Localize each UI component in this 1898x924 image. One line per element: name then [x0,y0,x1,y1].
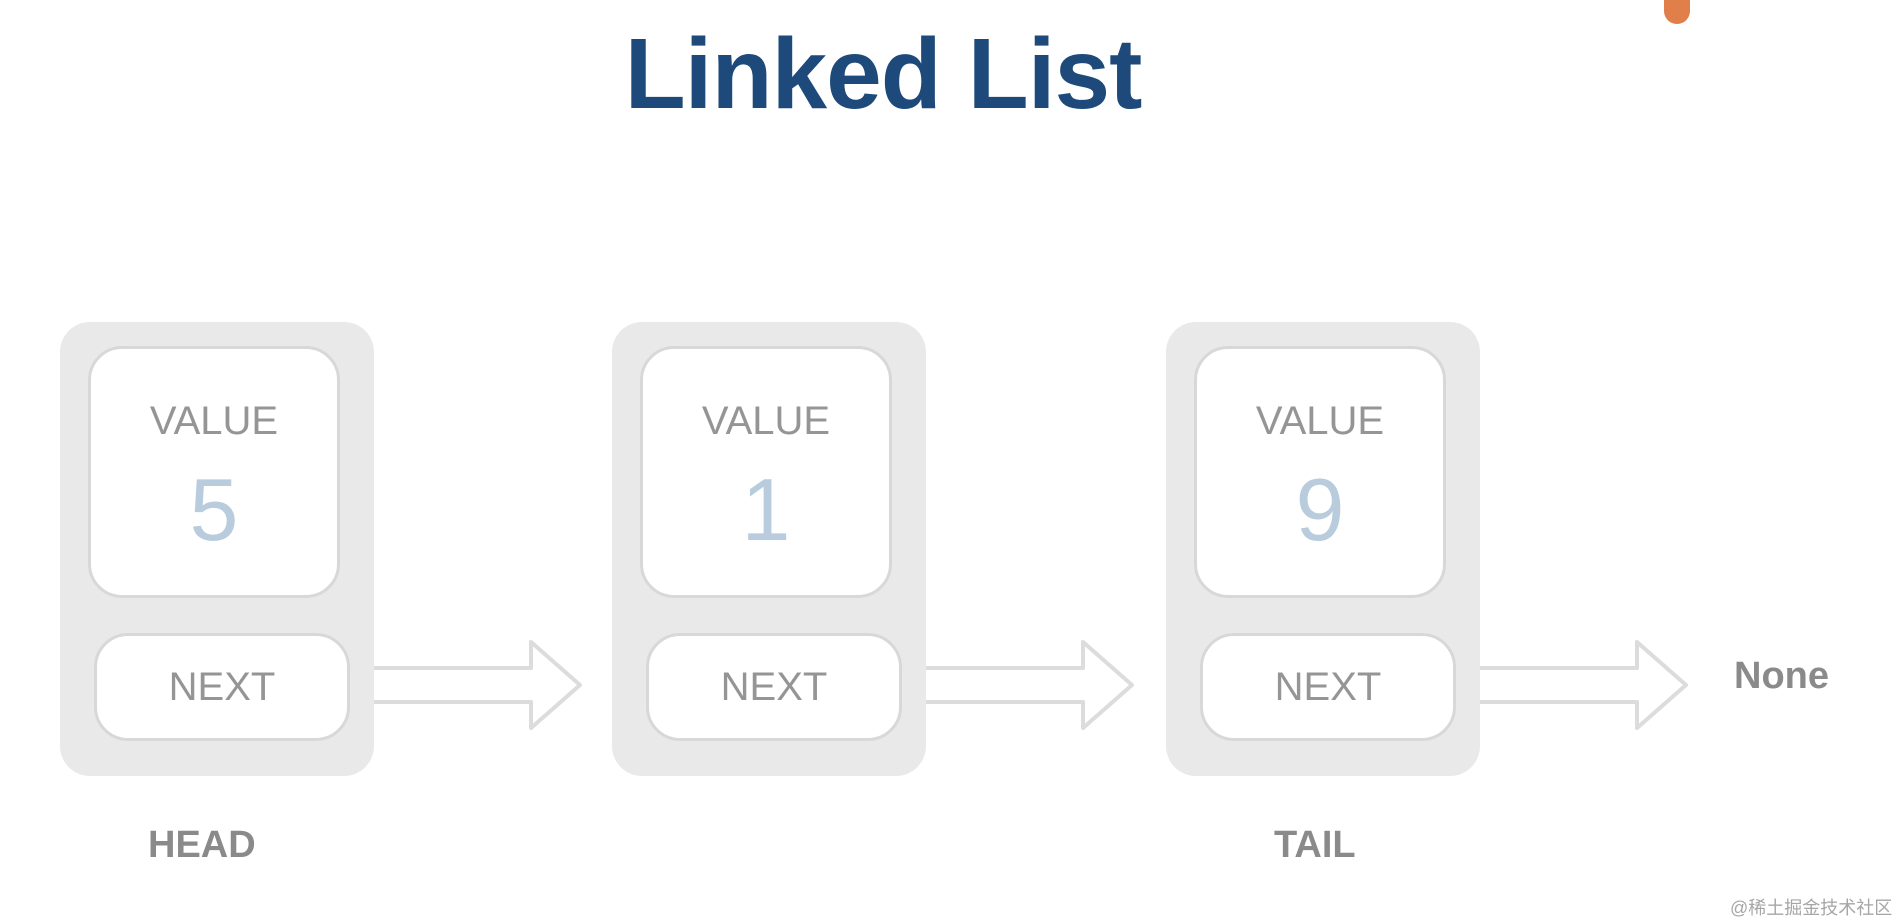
list-node-1: VALUE 5 NEXT [60,322,374,776]
value-field: VALUE 1 [640,346,892,598]
next-pointer-field: NEXT [1200,633,1456,741]
value-field: VALUE 9 [1194,346,1446,598]
terminal-none-label: None [1734,655,1829,697]
corner-decoration [1664,0,1690,24]
next-pointer-field: NEXT [94,633,350,741]
page-title: Linked List [624,18,1143,130]
watermark: @稀土掘金技术社区 [1730,898,1893,918]
next-arrow-3 [1450,640,1688,730]
tail-caption: TAIL [1274,824,1356,866]
next-pointer-field: NEXT [646,633,902,741]
list-node-2: VALUE 1 NEXT [612,322,926,776]
node-value: 9 [1295,460,1345,559]
value-label: VALUE [149,399,279,443]
head-caption: HEAD [148,824,256,866]
value-label: VALUE [701,399,831,443]
value-label: VALUE [1255,399,1385,443]
list-node-3: VALUE 9 NEXT [1166,322,1480,776]
value-field: VALUE 5 [88,346,340,598]
node-value: 1 [741,460,791,559]
node-value: 5 [189,460,239,559]
next-arrow-1 [344,640,582,730]
next-arrow-2 [896,640,1134,730]
